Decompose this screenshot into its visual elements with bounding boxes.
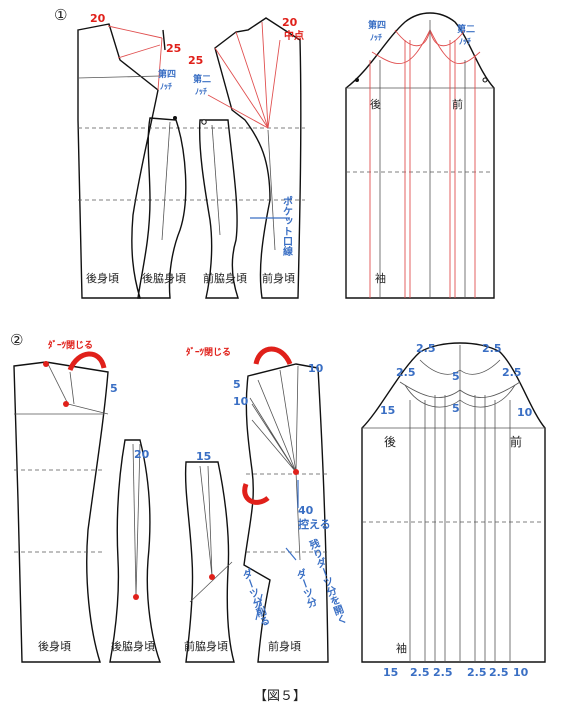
p1-num25-mid: 25 — [188, 54, 203, 67]
p2-sleeve-center-top: 5 — [452, 370, 460, 383]
p1-midpoint: 中点 — [284, 29, 304, 42]
p2-sleeve-bottom-2: 2.5 — [410, 666, 430, 679]
p2-num15: 15 — [196, 450, 211, 463]
p1-fourth-notch-sub: ﾉｯﾁ — [160, 82, 172, 91]
p1-sleeve-label: 袖 — [375, 271, 386, 285]
p2-num5-a: 5 — [110, 382, 118, 395]
p2-sleeve-bottom-6: 10 — [513, 666, 529, 679]
p2-back-side-body — [109, 439, 161, 663]
p2-num10-b: 10 — [233, 395, 249, 408]
p2-sleeve-back: 後 — [384, 435, 396, 449]
p2-sleeve-center-bottom: 5 — [452, 402, 460, 415]
p2-sleeve-top-right: 2.5 — [482, 342, 502, 355]
p1-front-body — [214, 17, 302, 299]
step1-marker: ① — [54, 6, 67, 24]
p2-dart-close-right: ﾀﾞｰﾂ閉じる — [186, 346, 231, 358]
p1-pocket-line: ポケット口線 — [281, 195, 293, 257]
p1-num25-left: 25 — [166, 42, 181, 55]
p1-sleeve — [345, 12, 495, 299]
p2-sleeve-top-left: 2.5 — [416, 342, 436, 355]
p1-num20-right: 20 — [282, 16, 298, 29]
p2-sleeve-bottom-5: 2.5 — [489, 666, 509, 679]
p2-sleeve-front: 前 — [510, 434, 522, 449]
p2-sleeve-bottom-1: 15 — [383, 666, 398, 679]
p2-sleeve-bottom-4: 2.5 — [467, 666, 487, 679]
p1-num20-left: 20 — [90, 12, 106, 25]
p1-front-side-body-label: 前脇身頃 — [203, 271, 247, 285]
p2-num5-b: 5 — [233, 378, 241, 391]
p2-front-side-body — [184, 461, 235, 663]
p1-fourth-notch: 第四 — [158, 68, 176, 80]
p2-cut-dart: ダーツ分削る — [238, 567, 270, 629]
p1-back-side-body — [137, 117, 187, 299]
p2-sleeve-side-left: 15 — [380, 404, 395, 417]
p1-second-notch-sub: ﾉｯﾁ — [195, 87, 207, 96]
p2-sleeve-side-right: 10 — [517, 406, 533, 419]
p2-sleeve — [361, 342, 546, 663]
p1-back-body-label: 後身頃 — [86, 271, 119, 285]
p2-front-body-label: 前身頃 — [268, 639, 301, 653]
p2-front-body — [243, 363, 329, 663]
p1-sleeve-fourth-notch-sub: ﾉｯﾁ — [370, 33, 382, 42]
p1-sleeve-fourth-notch: 第四 — [368, 19, 386, 31]
p1-back-body — [77, 23, 159, 299]
p2-sleeve-label: 袖 — [396, 641, 407, 655]
p2-dart-amount: ダーツ分 — [292, 567, 318, 611]
p2-front-side-body-label: 前脇身頃 — [184, 639, 228, 653]
p2-sleeve-bottom-3: 2.5 — [433, 666, 453, 679]
p2-num40: 40 — [298, 504, 314, 517]
p2-back-body — [13, 361, 109, 663]
p2-reserve: 控える — [298, 517, 331, 531]
p2-dart-close-left: ﾀﾞｰﾂ閉じる — [48, 339, 93, 351]
p1-front-body-label: 前身頃 — [262, 271, 295, 285]
p2-sleeve-mid-left: 2.5 — [396, 366, 416, 379]
p1-second-notch: 第二 — [193, 73, 211, 85]
p1-back-side-body-label: 後脇身頃 — [142, 271, 186, 285]
p1-sleeve-second-notch-sub: ﾉｯﾁ — [459, 37, 471, 46]
step2-marker: ② — [10, 331, 23, 349]
p2-num20: 20 — [134, 448, 150, 461]
p1-sleeve-front: 前 — [452, 97, 463, 111]
p1-sleeve-back: 後 — [370, 97, 381, 111]
p2-back-body-label: 後身頃 — [38, 639, 71, 653]
p2-back-side-body-label: 後脇身頃 — [111, 639, 155, 653]
p2-sleeve-mid-right: 2.5 — [502, 366, 522, 379]
p1-front-side-body — [198, 119, 239, 299]
p2-num10-a: 10 — [308, 362, 324, 375]
figure-caption: 【図５】 — [254, 689, 306, 704]
p1-sleeve-second-notch: 第二 — [457, 23, 475, 35]
